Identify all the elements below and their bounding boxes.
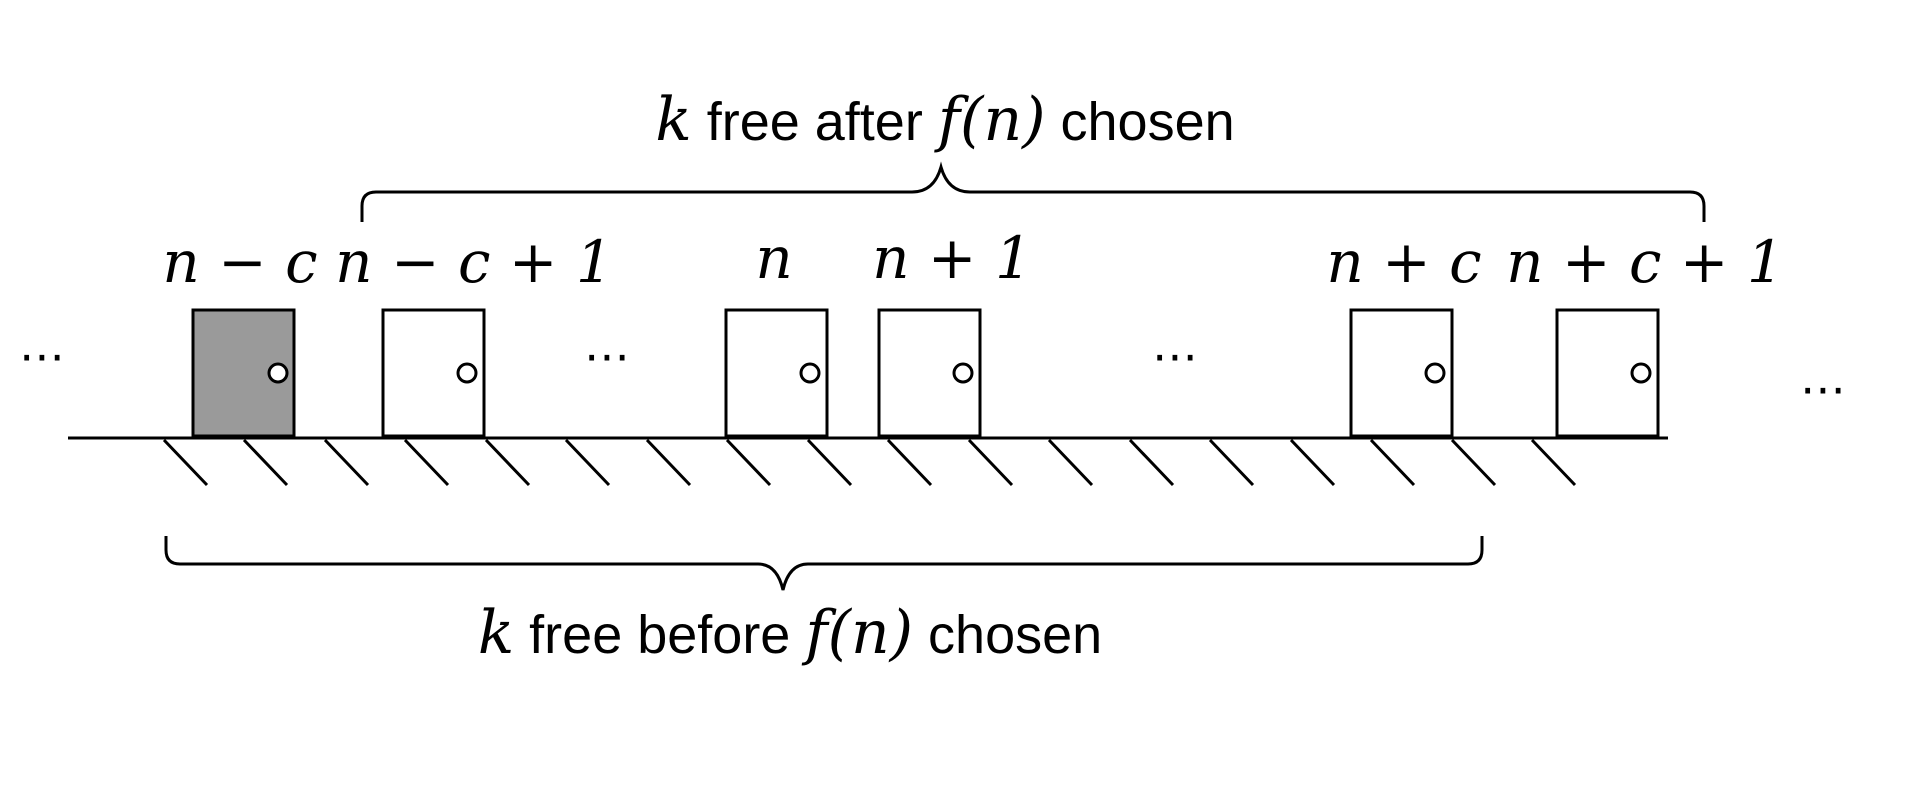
ground-hatching xyxy=(162,438,1577,487)
door-label-n: n xyxy=(755,224,792,292)
door-n-plus-c xyxy=(1349,308,1454,438)
ellipsis-mid-1: ⋯ xyxy=(584,329,630,383)
door-label-n-plus-c: n + c xyxy=(1326,228,1481,296)
door-knob-icon xyxy=(952,362,974,384)
bottom-caption-arg: (n) xyxy=(828,598,913,668)
door-knob-icon xyxy=(267,362,289,384)
ellipsis-left: ⋯ xyxy=(19,329,65,383)
top-caption-text2: chosen xyxy=(1046,92,1235,152)
door-label-n-minus-c-plus-1: n − c + 1 xyxy=(335,228,613,296)
door-n-minus-c xyxy=(191,308,296,438)
top-caption-k: k xyxy=(655,85,691,155)
door-label-n-plus-c-plus-1: n + c + 1 xyxy=(1506,228,1784,296)
door-knob-icon xyxy=(1630,362,1652,384)
bottom-caption-text2: chosen xyxy=(913,605,1102,665)
bottom-caption-k: k xyxy=(478,598,514,668)
door-knob-icon xyxy=(1424,362,1446,384)
ellipsis-mid-2: ⋯ xyxy=(1152,329,1198,383)
door-label-n-minus-c: n − c xyxy=(162,228,317,296)
door-n-plus-1 xyxy=(877,308,982,438)
bottom-caption: k free before f(n) chosen xyxy=(478,598,1102,668)
bottom-caption-text1: free before xyxy=(514,605,805,665)
ellipsis-right: ⋯ xyxy=(1800,362,1846,416)
door-n-minus-c-plus-1 xyxy=(381,308,486,438)
door-n-plus-c-plus-1 xyxy=(1555,308,1660,438)
door-knob-icon xyxy=(799,362,821,384)
top-caption-text1: free after xyxy=(692,92,938,152)
door-label-n-plus-1: n + 1 xyxy=(872,224,1032,292)
top-brace xyxy=(360,161,1706,222)
bottom-brace xyxy=(164,536,1484,591)
door-knob-icon xyxy=(456,362,478,384)
door-n xyxy=(724,308,829,438)
top-caption-arg: (n) xyxy=(960,85,1045,155)
top-caption: k free after f(n) chosen xyxy=(655,85,1234,155)
